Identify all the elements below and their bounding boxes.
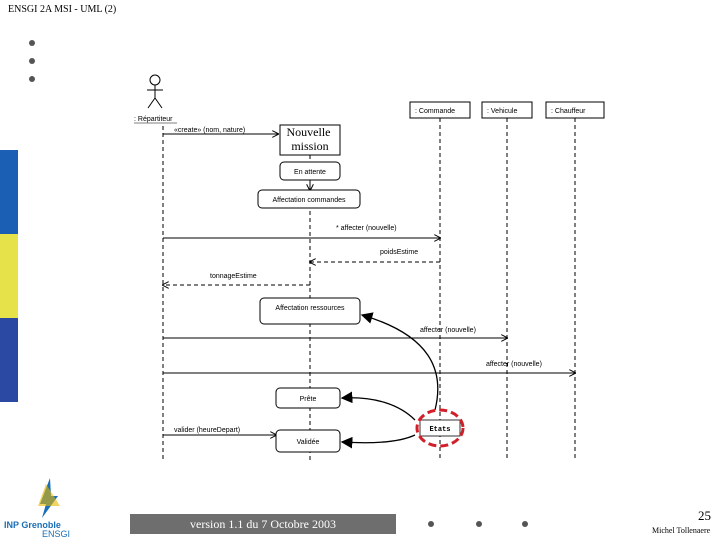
svg-text:poidsEstime: poidsEstime (380, 249, 418, 256)
sequence-diagram: : Répartiteur : Commande : Vehicule : Ch… (134, 74, 605, 460)
annotation-circle (415, 408, 465, 448)
svg-text:Etats: Etats (429, 426, 450, 434)
bullet (29, 76, 35, 82)
footer-dot (428, 521, 434, 527)
side-band-blue (0, 150, 18, 234)
annotation-note (419, 419, 461, 437)
side-band-yellow (0, 234, 18, 318)
footer-dot (476, 521, 482, 527)
svg-text:Affectation commandes: Affectation commandes (272, 197, 346, 204)
bullet-list (29, 40, 35, 94)
side-band-blue-dark (0, 318, 18, 402)
author-name: Michel Tollenaere (652, 526, 711, 535)
annotation-arrow-prete (340, 391, 416, 421)
svg-text:affecter (nouvelle): affecter (nouvelle) (420, 327, 476, 334)
actor-label: : Répartiteur (134, 116, 173, 123)
bullet (29, 40, 35, 46)
annotation-arrow-validee (340, 434, 416, 449)
svg-text:: Vehicule: : Vehicule (487, 108, 517, 115)
state-prete (275, 387, 341, 409)
svg-text:INP Grenoble: INP Grenoble (4, 520, 61, 530)
svg-text:tonnageEstime: tonnageEstime (210, 273, 257, 280)
state-validee (275, 429, 341, 453)
svg-text:«create» (nom, nature): «create» (nom, nature) (174, 127, 245, 134)
svg-text:affecter (nouvelle): affecter (nouvelle) (486, 361, 542, 368)
actor-repartiteur: : Répartiteur (134, 74, 177, 124)
lifeline-chauffeur: : Chauffeur (545, 101, 605, 460)
new-mission-object (279, 124, 341, 156)
state-affectation-commandes (257, 189, 361, 209)
svg-text:* affecter (nouvelle): * affecter (nouvelle) (336, 225, 397, 232)
page-number: 25 (698, 508, 711, 523)
lifeline-vehicule: : Vehicule (481, 101, 533, 460)
annotation-arrow-ressources (360, 312, 439, 411)
footer-dot (522, 521, 528, 527)
svg-text:: Chauffeur: : Chauffeur (551, 108, 586, 115)
logo-triangle (38, 484, 60, 506)
svg-text:valider (heureDepart): valider (heureDepart) (174, 427, 240, 434)
svg-text:Validée: Validée (297, 439, 320, 446)
slide-header: ENSGI 2A MSI - UML (2) (8, 4, 117, 15)
svg-text:En attente: En attente (294, 169, 326, 176)
state-affectation-ressources (259, 297, 361, 325)
new-mission-label: Nouvelle mission (287, 125, 334, 153)
svg-text:ENSGI: ENSGI (42, 529, 70, 538)
footer-version: version 1.1 du 7 Octobre 2003 (130, 514, 396, 534)
lifeline-commande: : Commande (409, 101, 471, 460)
svg-text:Affectation ressources: Affectation ressources (275, 305, 345, 312)
inp-grenoble-logo: INP Grenoble ENSGI (4, 478, 70, 538)
svg-text:: Commande: : Commande (415, 108, 455, 115)
bullet (29, 58, 35, 64)
svg-text:Prête: Prête (300, 396, 317, 403)
